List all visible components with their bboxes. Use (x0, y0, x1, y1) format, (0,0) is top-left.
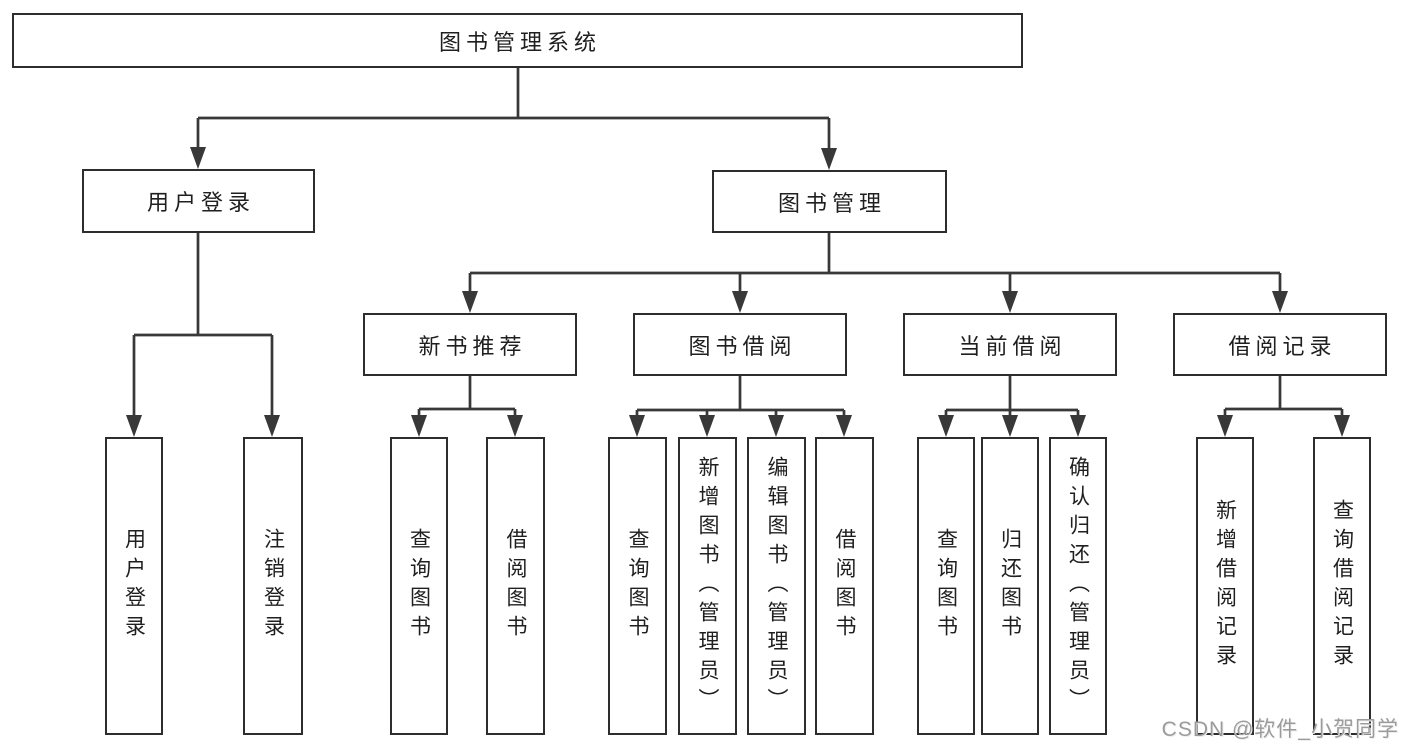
arrow-down-icon (1217, 415, 1233, 437)
node-borrow-record: 借阅记录 (1173, 313, 1387, 376)
arrow-down-icon (264, 415, 280, 437)
leaf-borrow-books: 借阅图书 (815, 437, 874, 735)
leaf-return-books: 归还图书 (981, 437, 1039, 735)
leaf-borrow-books-recommend: 借阅图书 (486, 437, 545, 735)
leaf-edit-books-admin: 编辑图书（管理员） (747, 437, 806, 735)
node-user-login-label: 用户登录 (146, 190, 255, 215)
arrow-down-icon (836, 415, 852, 437)
node-borrow-record-label: 借阅记录 (1228, 333, 1337, 359)
arrow-down-icon (507, 415, 523, 437)
leaf-return-books-label: 归还图书 (998, 528, 1022, 644)
node-new-book-recommend-label: 新书推荐 (418, 333, 527, 359)
arrow-down-icon (411, 415, 427, 437)
node-root: 图书管理系统 (12, 13, 1023, 68)
arrow-down-icon (1002, 291, 1018, 313)
node-book-borrow-label: 图书借阅 (688, 333, 797, 359)
node-user-login: 用户登录 (82, 169, 315, 233)
arrow-down-icon (190, 147, 206, 169)
leaf-query-borrow-record-label: 查询借阅记录 (1330, 499, 1354, 673)
node-root-label: 图书管理系统 (438, 29, 601, 55)
leaf-edit-books-admin-label: 编辑图书（管理员） (765, 455, 788, 717)
arrow-down-icon (768, 415, 784, 437)
leaf-query-books-current: 查询图书 (917, 437, 975, 735)
leaf-add-books-admin-label: 新增图书（管理员） (696, 455, 719, 717)
arrow-down-icon (821, 148, 837, 170)
arrowhead-icons (126, 147, 1350, 437)
node-current-borrow-label: 当前借阅 (958, 333, 1067, 359)
leaf-confirm-return-admin: 确认归还（管理员） (1049, 437, 1107, 735)
leaf-query-books-borrow-label: 查询图书 (626, 528, 649, 644)
leaf-query-books-recommend-label: 查询图书 (407, 528, 431, 644)
csdn-watermark: CSDN @软件_小贺同学 (1161, 718, 1399, 741)
arrow-down-icon (699, 415, 715, 437)
leaf-query-books-borrow: 查询图书 (608, 437, 667, 735)
leaf-confirm-return-admin-label: 确认归还（管理员） (1066, 455, 1090, 717)
leaf-add-books-admin: 新增图书（管理员） (678, 437, 737, 735)
leaf-logout-label: 注销登录 (261, 528, 285, 644)
arrow-down-icon (1272, 291, 1288, 313)
node-current-borrow: 当前借阅 (903, 313, 1117, 376)
arrow-down-icon (732, 291, 748, 313)
leaf-query-borrow-record: 查询借阅记录 (1313, 437, 1371, 735)
leaf-query-books-current-label: 查询图书 (934, 528, 958, 644)
node-book-management: 图书管理 (712, 170, 947, 233)
leaf-user-login: 用户登录 (105, 437, 163, 735)
arrow-down-icon (938, 415, 954, 437)
arrow-down-icon (1070, 415, 1086, 437)
connector-lines (132, 68, 1344, 430)
node-book-management-label: 图书管理 (777, 190, 886, 216)
leaf-logout: 注销登录 (243, 437, 303, 735)
arrow-down-icon (126, 415, 142, 437)
leaf-borrow-books-recommend-label: 借阅图书 (504, 528, 527, 644)
leaf-query-books-recommend: 查询图书 (390, 437, 448, 735)
leaf-add-borrow-record-label: 新增借阅记录 (1213, 499, 1237, 673)
node-book-borrow: 图书借阅 (633, 313, 847, 376)
arrow-down-icon (1334, 415, 1350, 437)
arrow-down-icon (462, 291, 478, 313)
leaf-borrow-books-label: 借阅图书 (833, 528, 856, 644)
arrow-down-icon (1002, 415, 1018, 437)
node-new-book-recommend: 新书推荐 (363, 313, 577, 376)
arrow-down-icon (629, 415, 645, 437)
leaf-add-borrow-record: 新增借阅记录 (1196, 437, 1254, 735)
leaf-user-login-label: 用户登录 (122, 528, 146, 644)
